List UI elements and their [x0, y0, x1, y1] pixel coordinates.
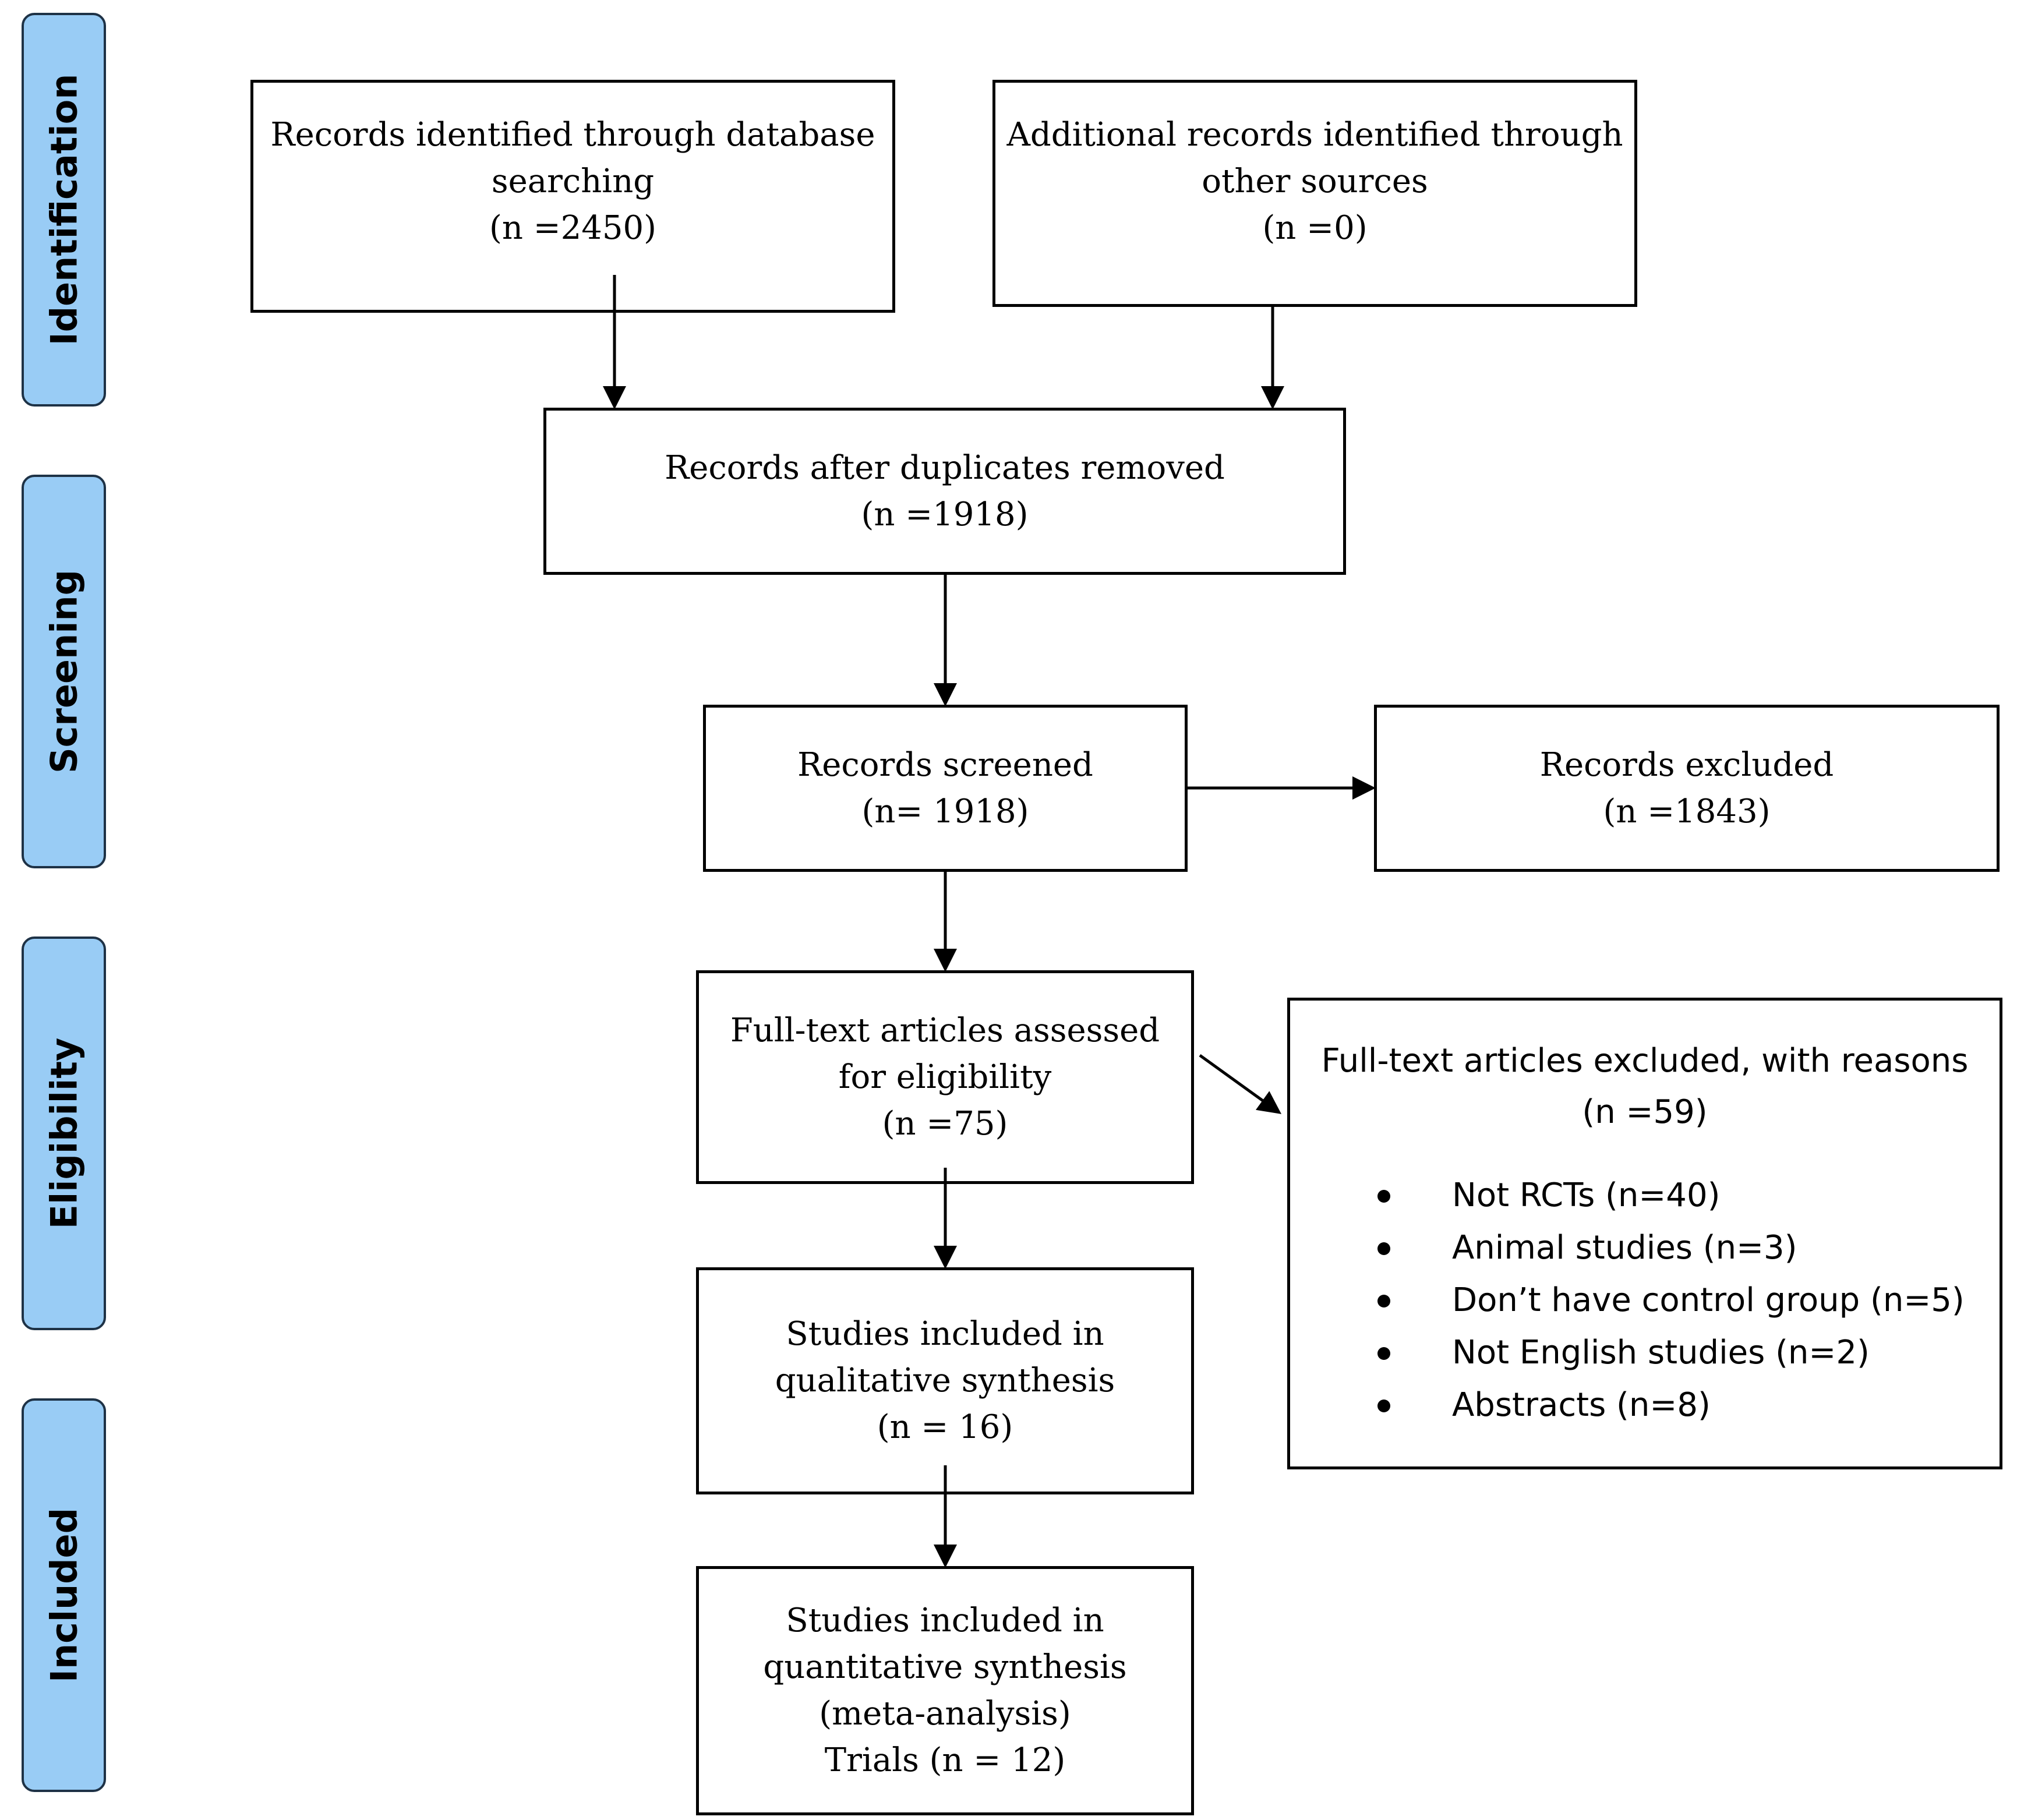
duplicates-removed-box: Records after duplicates removed (n =191…: [543, 408, 1346, 575]
box-line: Additional records identified through: [1006, 116, 1623, 154]
exclusion-reason: Don’t have control group (n=5): [1377, 1274, 1965, 1327]
box-line: (n =75): [882, 1104, 1008, 1143]
exclusion-reason: Animal studies (n=3): [1377, 1222, 1965, 1274]
box-line: Records identified through database: [270, 116, 875, 154]
records-excluded-box: Records excluded (n =1843): [1374, 705, 2000, 872]
phase-identification: Identification: [22, 13, 106, 407]
phase-eligibility: Eligibility: [22, 936, 106, 1330]
box-line: Full-text articles assessed: [730, 1011, 1160, 1049]
records-screened-box: Records screened (n= 1918): [703, 705, 1188, 872]
box-line: (n =1843): [1603, 792, 1771, 831]
exclusion-reasons-list: Not RCTs (n=40) Animal studies (n=3) Don…: [1377, 1169, 1965, 1432]
box-line: (n =0): [1262, 209, 1368, 247]
box-line: Records excluded: [1539, 745, 1834, 784]
box-line: Studies included in: [786, 1315, 1104, 1353]
box-line: for eligibility: [838, 1058, 1052, 1096]
box-line: (n = 16): [877, 1408, 1013, 1446]
exclusion-reason: Abstracts (n=8): [1377, 1379, 1965, 1432]
box-line: Records screened: [797, 745, 1093, 784]
box-line: quantitative synthesis: [763, 1648, 1127, 1686]
box-line: qualitative synthesis: [775, 1362, 1115, 1400]
box-line: (n =2450): [489, 209, 656, 247]
box-line: Trials (n = 12): [824, 1741, 1066, 1779]
phase-screening: Screening: [22, 475, 106, 868]
box-line: (meta-analysis): [819, 1695, 1071, 1733]
quantitative-synthesis-box: Studies included in quantitative synthes…: [696, 1566, 1194, 1815]
exclusion-reason: Not RCTs (n=40): [1377, 1169, 1965, 1222]
database-search-box: Records identified through database sear…: [250, 80, 895, 313]
box-line: Records after duplicates removed: [665, 448, 1225, 487]
box-line: other sources: [1202, 162, 1428, 200]
fulltext-excluded-heading: Full-text articles excluded, with reason…: [1321, 1042, 1969, 1080]
box-line: Studies included in: [786, 1602, 1104, 1639]
arrow-fulltext-to-excluded: [1199, 1054, 1282, 1114]
phase-included: Included: [22, 1398, 106, 1792]
fulltext-excluded-box: Full-text articles excluded, with reason…: [1287, 998, 2002, 1469]
exclusion-reason: Not English studies (n=2): [1377, 1327, 1965, 1379]
box-line: searching: [491, 162, 655, 200]
box-line: (n= 1918): [861, 792, 1029, 831]
box-line: (n =1918): [861, 495, 1029, 533]
qualitative-synthesis-box: Studies included in qualitative synthesi…: [696, 1267, 1194, 1494]
fulltext-excluded-count: (n =59): [1582, 1093, 1708, 1131]
fulltext-excluded-header: Full-text articles excluded, with reason…: [1290, 1036, 2000, 1138]
fulltext-assessed-box: Full-text articles assessed for eligibil…: [696, 970, 1194, 1184]
other-sources-box: Additional records identified through ot…: [992, 80, 1637, 307]
